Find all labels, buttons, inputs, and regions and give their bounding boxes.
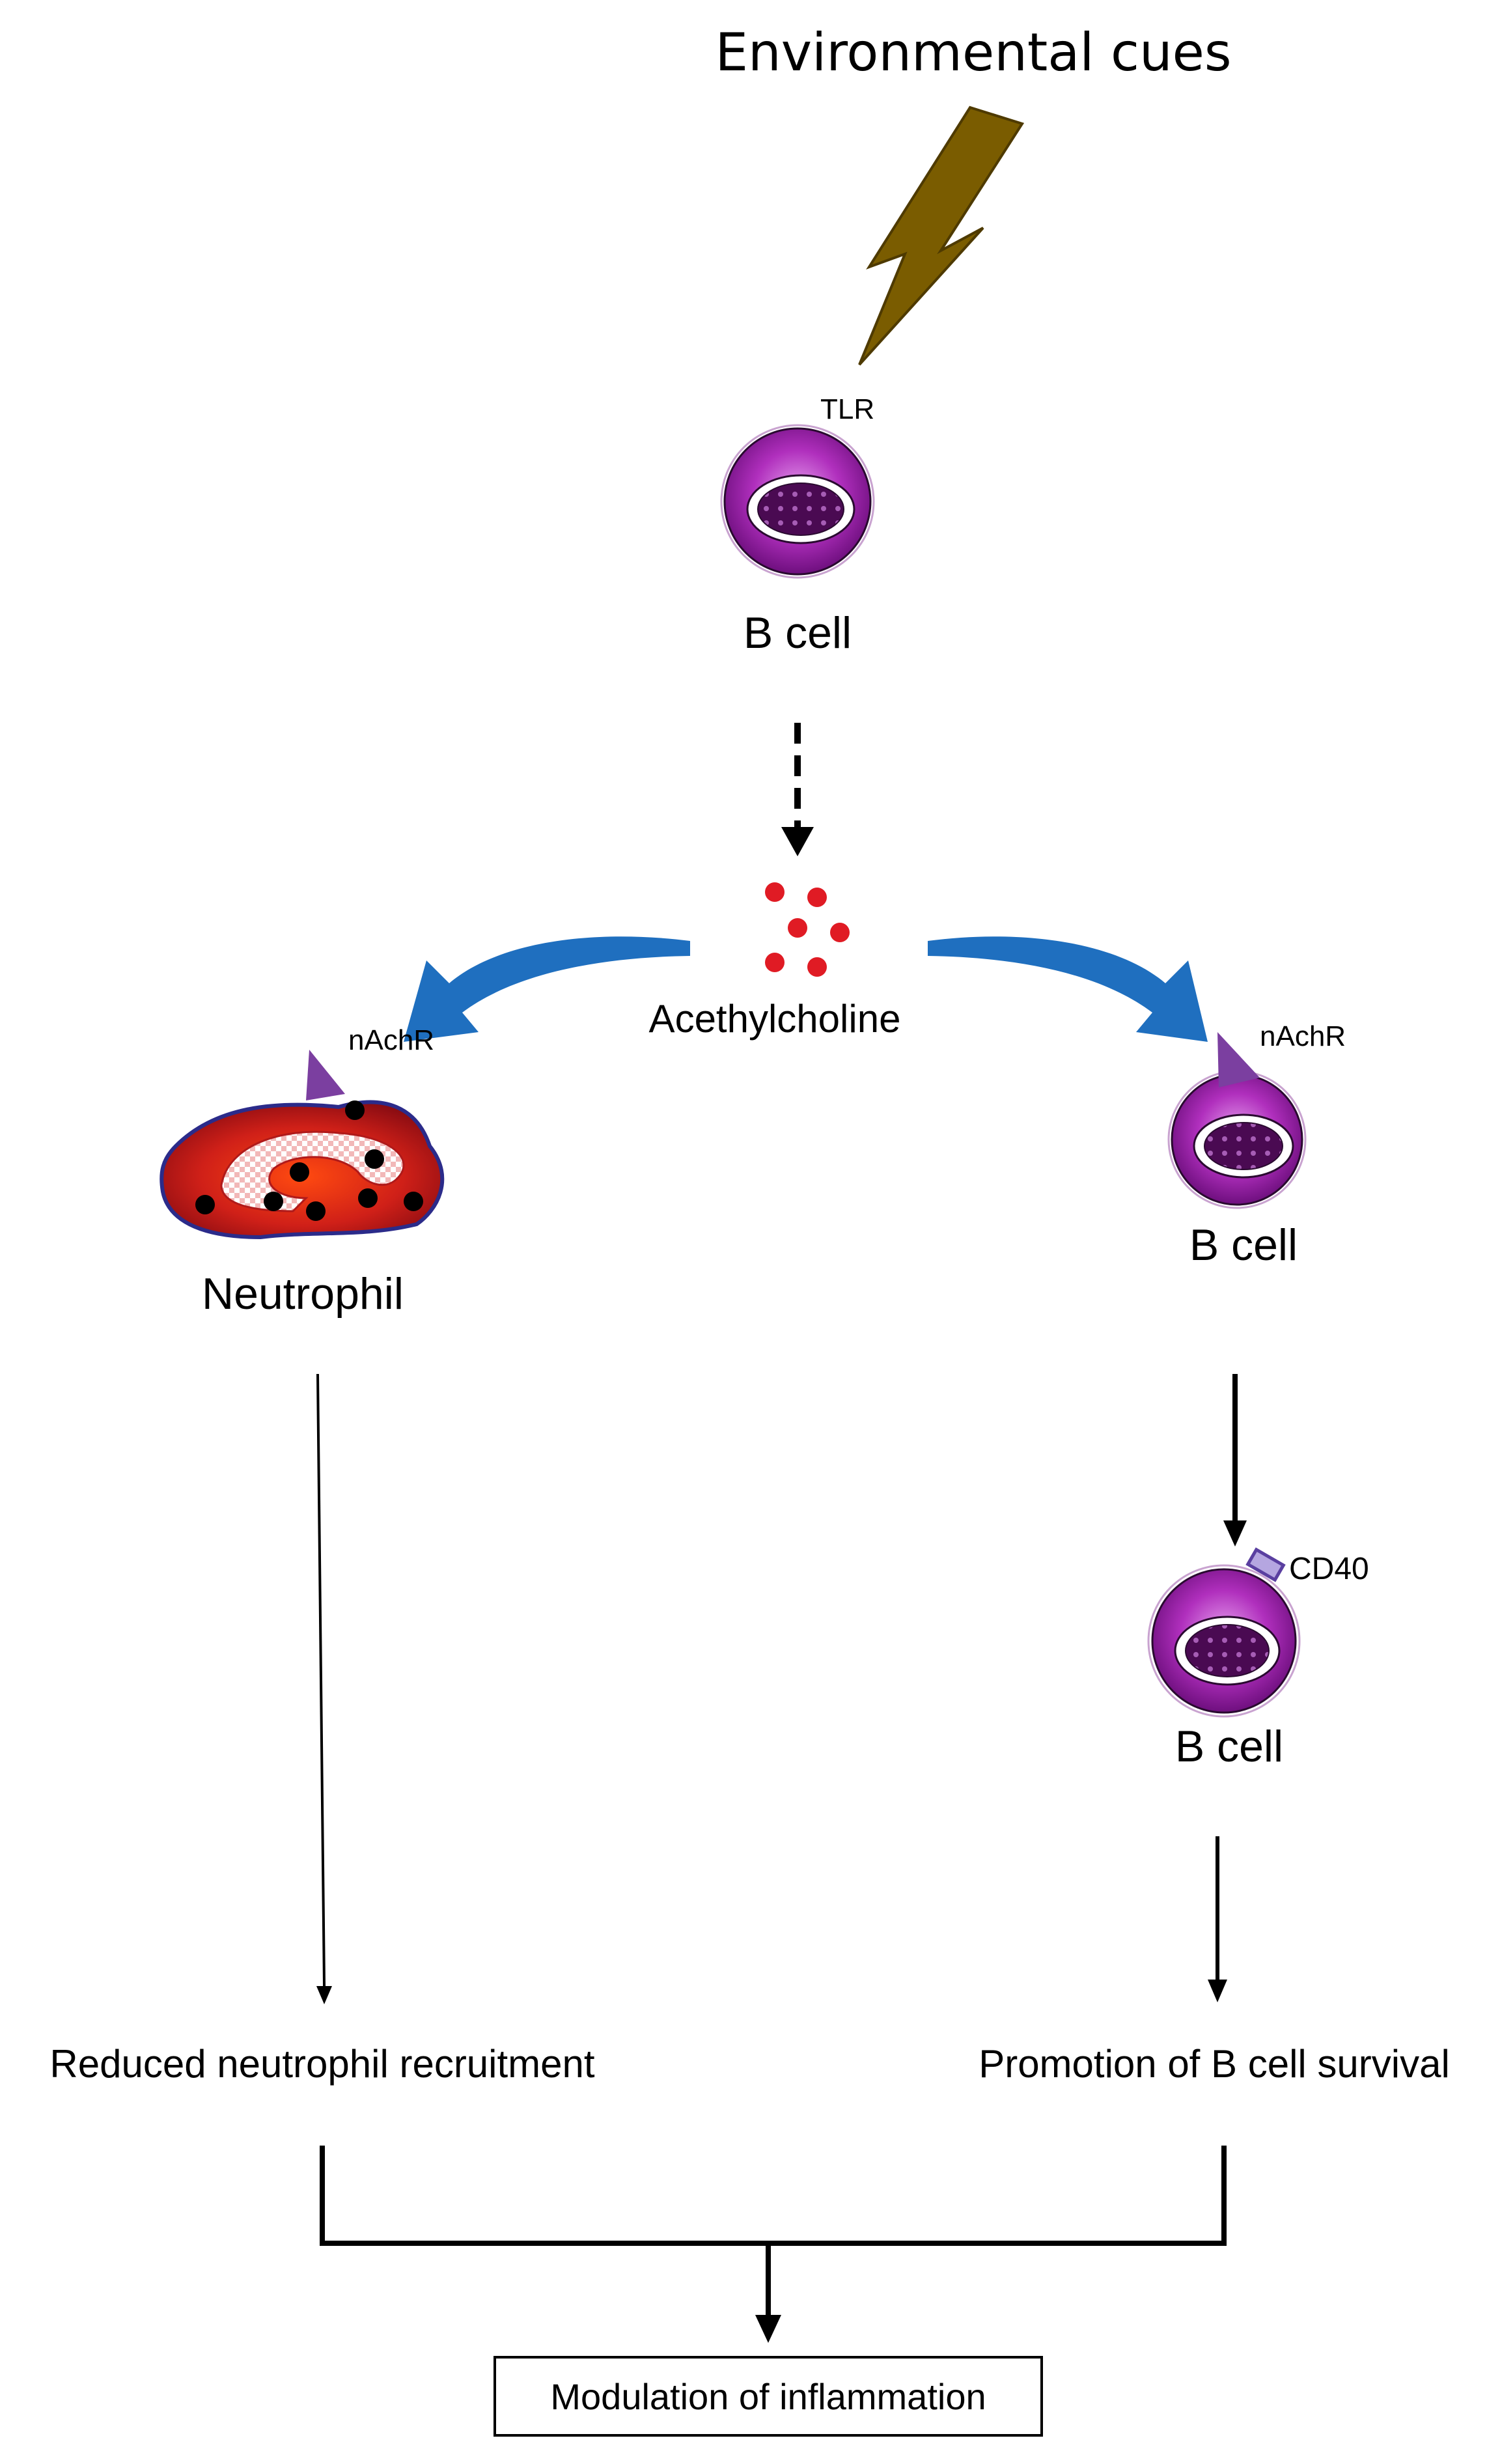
b-cell-icon <box>720 424 875 579</box>
blue-arrow-left <box>404 936 690 1042</box>
blue-arrow-right <box>928 936 1208 1042</box>
acetylcholine-label: Acethylcholine <box>649 997 901 1041</box>
merge-arrow-head <box>755 2315 781 2343</box>
neutrophil-icon <box>160 1100 445 1240</box>
right-arrow-top-head <box>1223 1520 1247 1547</box>
top-b-cell-label: B cell <box>744 608 852 658</box>
receptor-icon <box>306 1050 345 1100</box>
left-arrow <box>316 1373 326 1987</box>
right-outcome-label: Promotion of B cell survival <box>979 2042 1450 2086</box>
right-arrow-bottom-head <box>1208 1980 1227 2002</box>
merge-bracket <box>320 2146 1227 2246</box>
receptor-icon <box>1217 1032 1260 1087</box>
b-cell-icon <box>1147 1564 1301 1718</box>
cd40-receptor-icon <box>1245 1547 1286 1582</box>
neutrophil-label: Neutrophil <box>202 1269 404 1319</box>
left-outcome-label: Reduced neutrophil recruitment <box>49 2042 594 2086</box>
neutrophil-receptor-label: nAchR <box>348 1024 434 1056</box>
b-cell-icon <box>1167 1070 1307 1209</box>
lightning-icon <box>858 105 1025 366</box>
b-cell-receptor-label: nAchR <box>1260 1020 1346 1052</box>
diagram-title: Environmental cues <box>715 22 1231 83</box>
cd40-label: CD40 <box>1289 1552 1369 1586</box>
tlr-receptor-label: TLR <box>820 393 874 425</box>
final-outcome-label: Modulation of inflammation <box>550 2376 986 2417</box>
final-outcome-box <box>493 2356 1043 2437</box>
right-b-cell-label: B cell <box>1189 1220 1298 1270</box>
acetylcholine-molecule-icon <box>765 882 850 977</box>
cd40-b-cell-label: B cell <box>1175 1722 1283 1771</box>
dashed-arrow-head <box>781 827 814 856</box>
left-arrow-head <box>316 1986 332 2004</box>
